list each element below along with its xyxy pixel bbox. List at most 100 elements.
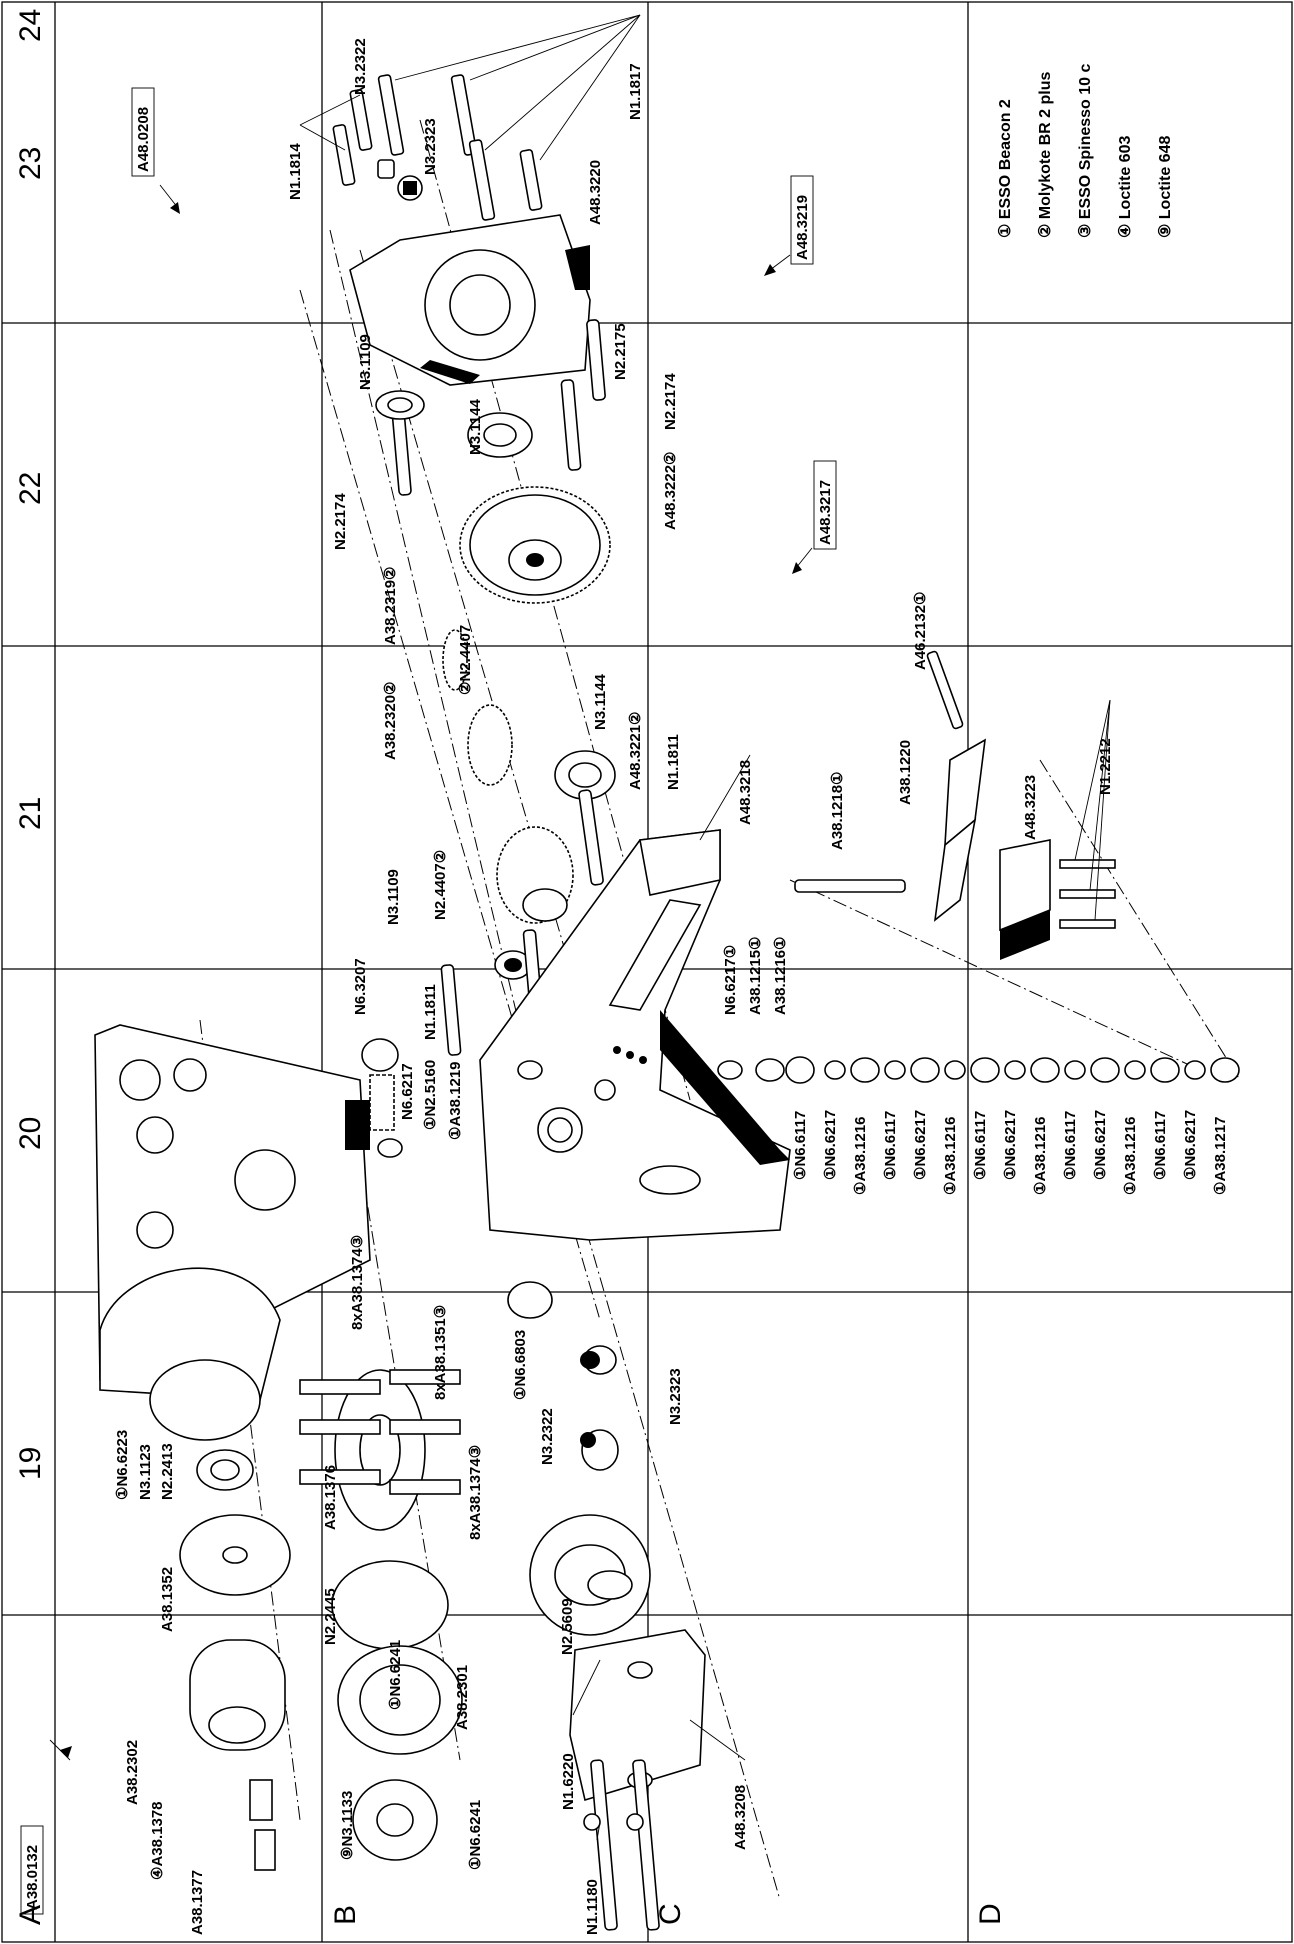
label: A38.2302 (124, 1740, 141, 1805)
ref-box-a48-3217: A48.3217 (813, 460, 837, 550)
label: N2.5609 (559, 1598, 576, 1655)
label: N2.2174 (662, 373, 679, 430)
label: N1.1814 (287, 143, 304, 200)
end-cover (569, 1629, 706, 1802)
label: A38.2320② (382, 681, 399, 760)
ref-box-a48-3219: A48.3219 (790, 175, 814, 265)
label: N6.6217① (722, 945, 739, 1015)
col-21: 21 (14, 797, 47, 830)
col-24-visible: 24 (14, 9, 47, 42)
label: ①A38.1217 (1212, 1116, 1229, 1195)
svg-text:A48.0208: A48.0208 (135, 107, 152, 172)
label: ①N6.6803 (512, 1330, 529, 1400)
svg-text:A38.0132: A38.0132 (24, 1845, 41, 1910)
label: ①N6.6217 (822, 1110, 839, 1180)
label: A48.3218 (737, 760, 754, 825)
motor-housing (94, 1024, 371, 1401)
label: A38.1218① (829, 771, 846, 850)
label: ①N6.6241 (387, 1640, 404, 1710)
label: A38.1377 (189, 1870, 206, 1935)
row-letters: A B C D (14, 1903, 1007, 1925)
label: ①N6.6217 (912, 1110, 929, 1180)
lever-assembly (794, 650, 1116, 960)
label: N3.2323 (667, 1368, 684, 1425)
label: N3.1123 (137, 1444, 154, 1500)
part-labels: N1.1814 N3.2322 N3.2323 N1.1817 A48.3220… (114, 38, 1229, 1935)
label: ①N6.6217 (1002, 1110, 1019, 1180)
col-23: 23 (14, 147, 47, 180)
rotor-assembly (299, 1369, 461, 1531)
label: ①A38.1216 (852, 1116, 869, 1195)
label: A38.1216① (772, 936, 789, 1015)
column-numbers: 19 20 21 22 23 24 24 (14, 9, 47, 1480)
svg-text:A48.3217: A48.3217 (817, 480, 834, 545)
label: ①A38.1219 (447, 1061, 464, 1140)
label: N2.4407② (432, 850, 449, 920)
legend-item-4: ④ Loctite 603 (1117, 136, 1134, 238)
label: A48.3208 (732, 1785, 749, 1850)
label: N3.1109 (357, 334, 374, 390)
label: N3.2323 (422, 118, 439, 175)
reference-boxes: A38.0132 A48.0208 A48.3219 A48.3217 (20, 87, 837, 1915)
label: 8xA38.1374③ (467, 1445, 484, 1540)
parts-drawing (94, 74, 1241, 1931)
label: N1.1811 (665, 734, 682, 790)
legend-item-1: ① ESSO Beacon 2 (997, 99, 1014, 238)
label: A38.2301 (454, 1665, 471, 1730)
label: N3.2322 (352, 38, 369, 95)
large-gear (459, 486, 611, 604)
label: ①A38.1216 (942, 1116, 959, 1195)
label: N3.1144 (467, 398, 484, 455)
label: A38.2319② (382, 566, 399, 645)
label: ①N2.5160 (422, 1060, 439, 1130)
row-b: B (329, 1905, 362, 1925)
col-22: 22 (14, 472, 47, 505)
label: 8xA38.1351③ (432, 1305, 449, 1400)
label: A38.1220 (897, 740, 914, 805)
label: A38.1352 (159, 1567, 176, 1632)
leader-lines (299, 14, 1111, 1841)
label: ①A38.1216 (1122, 1116, 1139, 1195)
label: ①N6.6117 (882, 1111, 899, 1180)
label: N3.2322 (539, 1408, 556, 1465)
label: ①N6.6217 (1092, 1110, 1109, 1180)
legend-item-2: ② Molykote BR 2 plus (1037, 72, 1054, 238)
screws-top (332, 74, 543, 221)
label: A48.3221② (627, 711, 644, 790)
washer-stack (361, 1038, 1240, 1158)
label: N6.3207 (352, 958, 369, 1015)
svg-text:A48.3219: A48.3219 (794, 195, 811, 260)
label: A48.3223 (1022, 775, 1039, 840)
col-19: 19 (14, 1447, 47, 1480)
lubricant-legend: ① ESSO Beacon 2 ② Molykote BR 2 plus ③ E… (997, 63, 1174, 238)
label: ①N6.6117 (972, 1111, 989, 1180)
label: N6.6217 (399, 1063, 416, 1120)
label: ①N6.6217 (1182, 1110, 1199, 1180)
label: N1.1180 (584, 1879, 601, 1935)
label: A38.1215① (747, 936, 764, 1015)
label: A48.3220 (587, 160, 604, 225)
pump-body (479, 829, 791, 1241)
row-d: D (974, 1903, 1007, 1925)
label: ①N6.6223 (114, 1430, 131, 1500)
label: N1.1817 (627, 63, 644, 120)
label: ①N6.6117 (1062, 1111, 1079, 1180)
row-c: C (654, 1903, 687, 1925)
legend-item-5: ⑨ Loctite 648 (1157, 136, 1174, 238)
label: N2.2413 (159, 1443, 176, 1500)
ref-box-a38-0132: A38.0132 (20, 1825, 44, 1915)
col-20: 20 (14, 1117, 47, 1150)
legend-item-3: ③ ESSO Spinesso 10 c (1077, 63, 1094, 238)
label: ⑨N3.1133 (339, 1791, 356, 1860)
label: 8xA38.1374③ (349, 1235, 366, 1330)
row-a: A (14, 1905, 47, 1925)
label: A46.2132① (912, 591, 929, 670)
label: ②N2.4407 (457, 625, 474, 695)
label: N1.1811 (422, 984, 439, 1040)
label: N2.2174 (332, 493, 349, 550)
label: ④A38.1378 (149, 1801, 166, 1880)
label: ①A38.1216 (1032, 1116, 1049, 1195)
label: ①N6.6241 (467, 1800, 484, 1870)
label: A48.3222② (662, 451, 679, 530)
